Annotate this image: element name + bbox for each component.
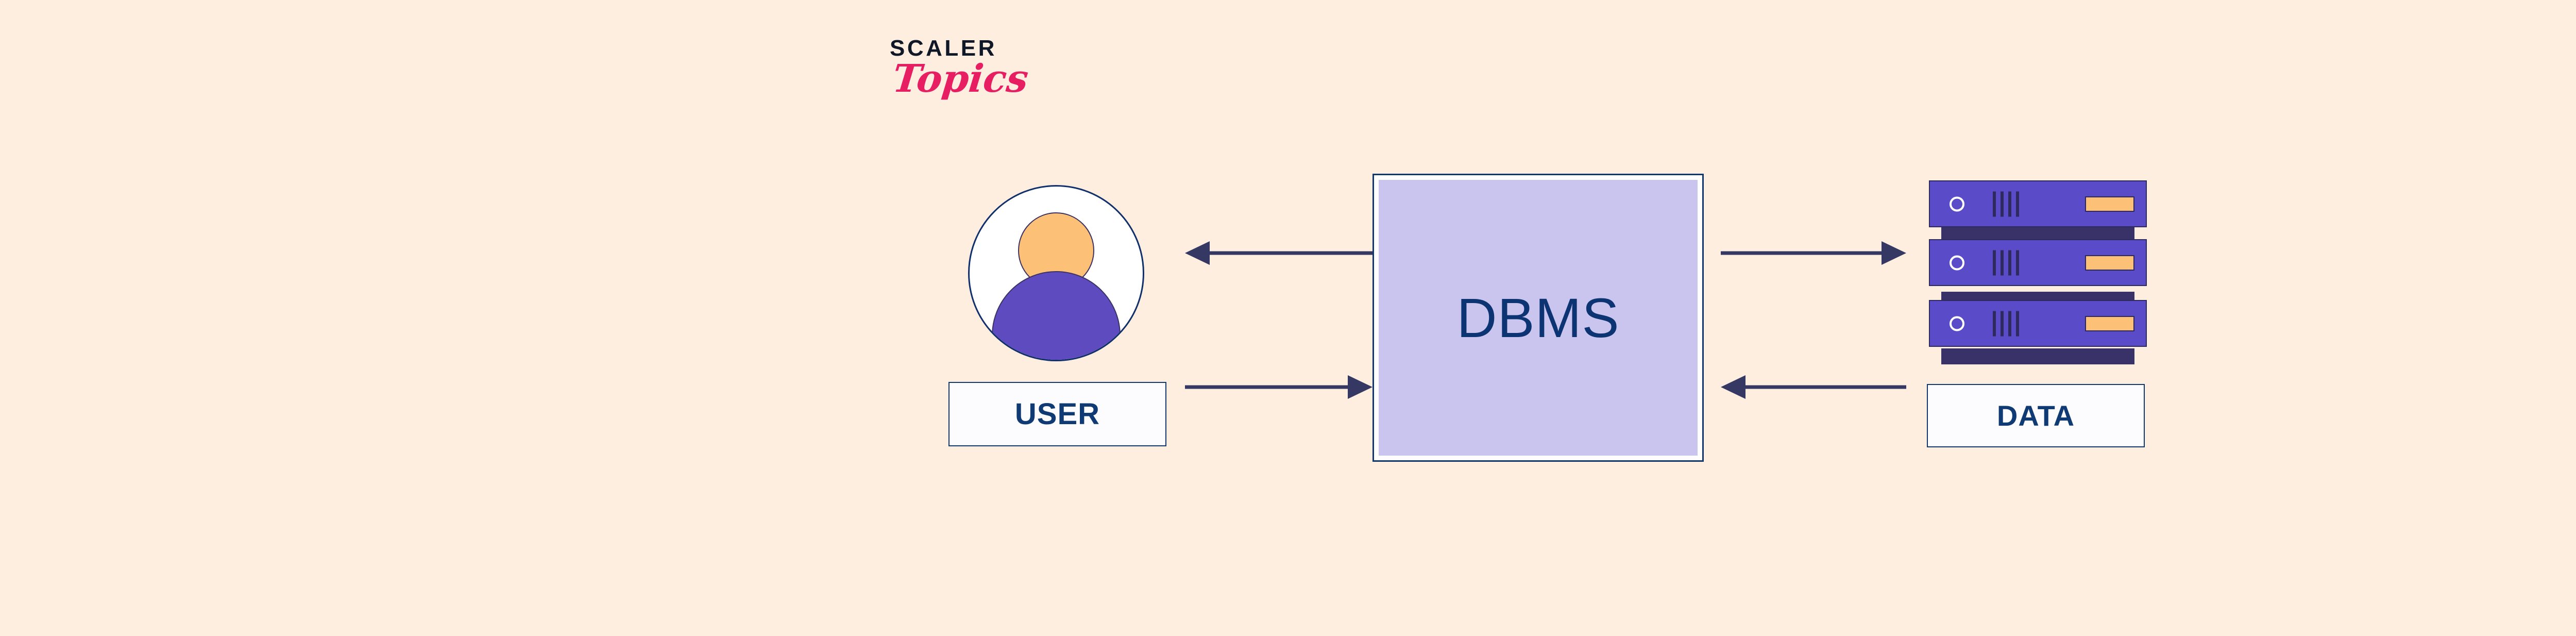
server-stack-icon xyxy=(1929,180,2147,364)
user-avatar-icon xyxy=(968,185,1144,361)
server-power-led-icon xyxy=(1950,316,1964,331)
server-shadow-3 xyxy=(1941,348,2134,364)
arrow-dbms-to-data xyxy=(1721,241,1906,265)
arrow-user-to-dbms xyxy=(1185,375,1372,399)
data-label-text: DATA xyxy=(1996,399,2075,432)
server-unit-2 xyxy=(1929,239,2147,286)
user-label-text: USER xyxy=(1014,397,1100,431)
server-unit-3 xyxy=(1929,300,2147,347)
data-label-box: DATA xyxy=(1927,384,2145,447)
arrow-data-to-dbms xyxy=(1721,375,1906,399)
user-label-box: USER xyxy=(948,382,1166,446)
server-indicator-bar-icon xyxy=(2085,255,2134,271)
server-vents-icon xyxy=(1993,250,2019,275)
scaler-topics-logo: SCALER Topics xyxy=(890,37,1044,140)
logo-scaler-text: SCALER xyxy=(890,36,997,61)
server-power-led-icon xyxy=(1950,255,1964,270)
arrow-dbms-to-user xyxy=(1185,241,1372,265)
logo-topics-text: Topics xyxy=(890,57,1031,101)
server-power-led-icon xyxy=(1950,196,1964,211)
avatar-body-icon xyxy=(992,271,1121,360)
server-indicator-bar-icon xyxy=(2085,315,2134,331)
dbms-inner-fill: DBMS xyxy=(1379,180,1698,456)
dbms-node-box: DBMS xyxy=(1372,174,1704,462)
server-unit-1 xyxy=(1929,180,2147,227)
server-vents-icon xyxy=(1993,191,2019,216)
server-indicator-bar-icon xyxy=(2085,196,2134,212)
server-vents-icon xyxy=(1993,311,2019,336)
dbms-label-text: DBMS xyxy=(1456,286,1620,349)
